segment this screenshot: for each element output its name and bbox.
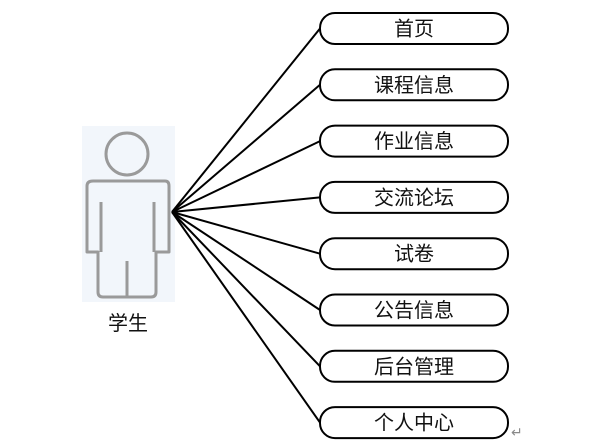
connector-lines — [171, 27, 321, 424]
use-case-label: 作业信息 — [374, 129, 454, 153]
paragraph-mark: ↵ — [511, 425, 523, 441]
use-case-node: 交流论坛 — [319, 180, 509, 214]
actor-student: 学生 — [82, 126, 175, 335]
use-case-box — [319, 293, 509, 327]
use-case-box — [319, 68, 509, 102]
connector-line — [171, 211, 321, 367]
use-case-node: 后台管理 — [319, 349, 509, 383]
use-case-label: 课程信息 — [374, 73, 454, 97]
connector-line — [171, 196, 321, 213]
use-case-label: 个人中心 — [374, 411, 454, 435]
use-case-label: 交流论坛 — [374, 185, 454, 209]
use-case-label: 首页 — [394, 17, 434, 41]
use-case-box — [319, 349, 509, 383]
connector-line — [171, 27, 321, 213]
use-case-box — [319, 180, 509, 214]
use-case-label: 后台管理 — [374, 354, 454, 378]
use-case-box — [319, 406, 509, 440]
use-case-node: 公告信息 — [319, 293, 509, 327]
use-case-box — [319, 237, 509, 271]
use-case-node: 个人中心 — [319, 406, 509, 440]
use-case-label: 试卷 — [394, 242, 434, 266]
connector-line — [171, 140, 321, 213]
use-case-node: 试卷 — [319, 237, 509, 271]
use-case-box — [319, 12, 509, 45]
connector-line — [171, 211, 321, 311]
use-case-node: 作业信息 — [319, 124, 509, 158]
actor-label: 学生 — [108, 311, 148, 335]
connector-line — [171, 211, 321, 424]
use-case-node: 课程信息 — [319, 68, 509, 102]
person-icon — [85, 131, 171, 299]
use-case-node: 首页 — [319, 12, 509, 45]
connector-line — [171, 84, 321, 213]
use-case-label: 公告信息 — [374, 298, 454, 322]
use-case-box — [319, 124, 509, 158]
connector-line — [171, 211, 321, 255]
